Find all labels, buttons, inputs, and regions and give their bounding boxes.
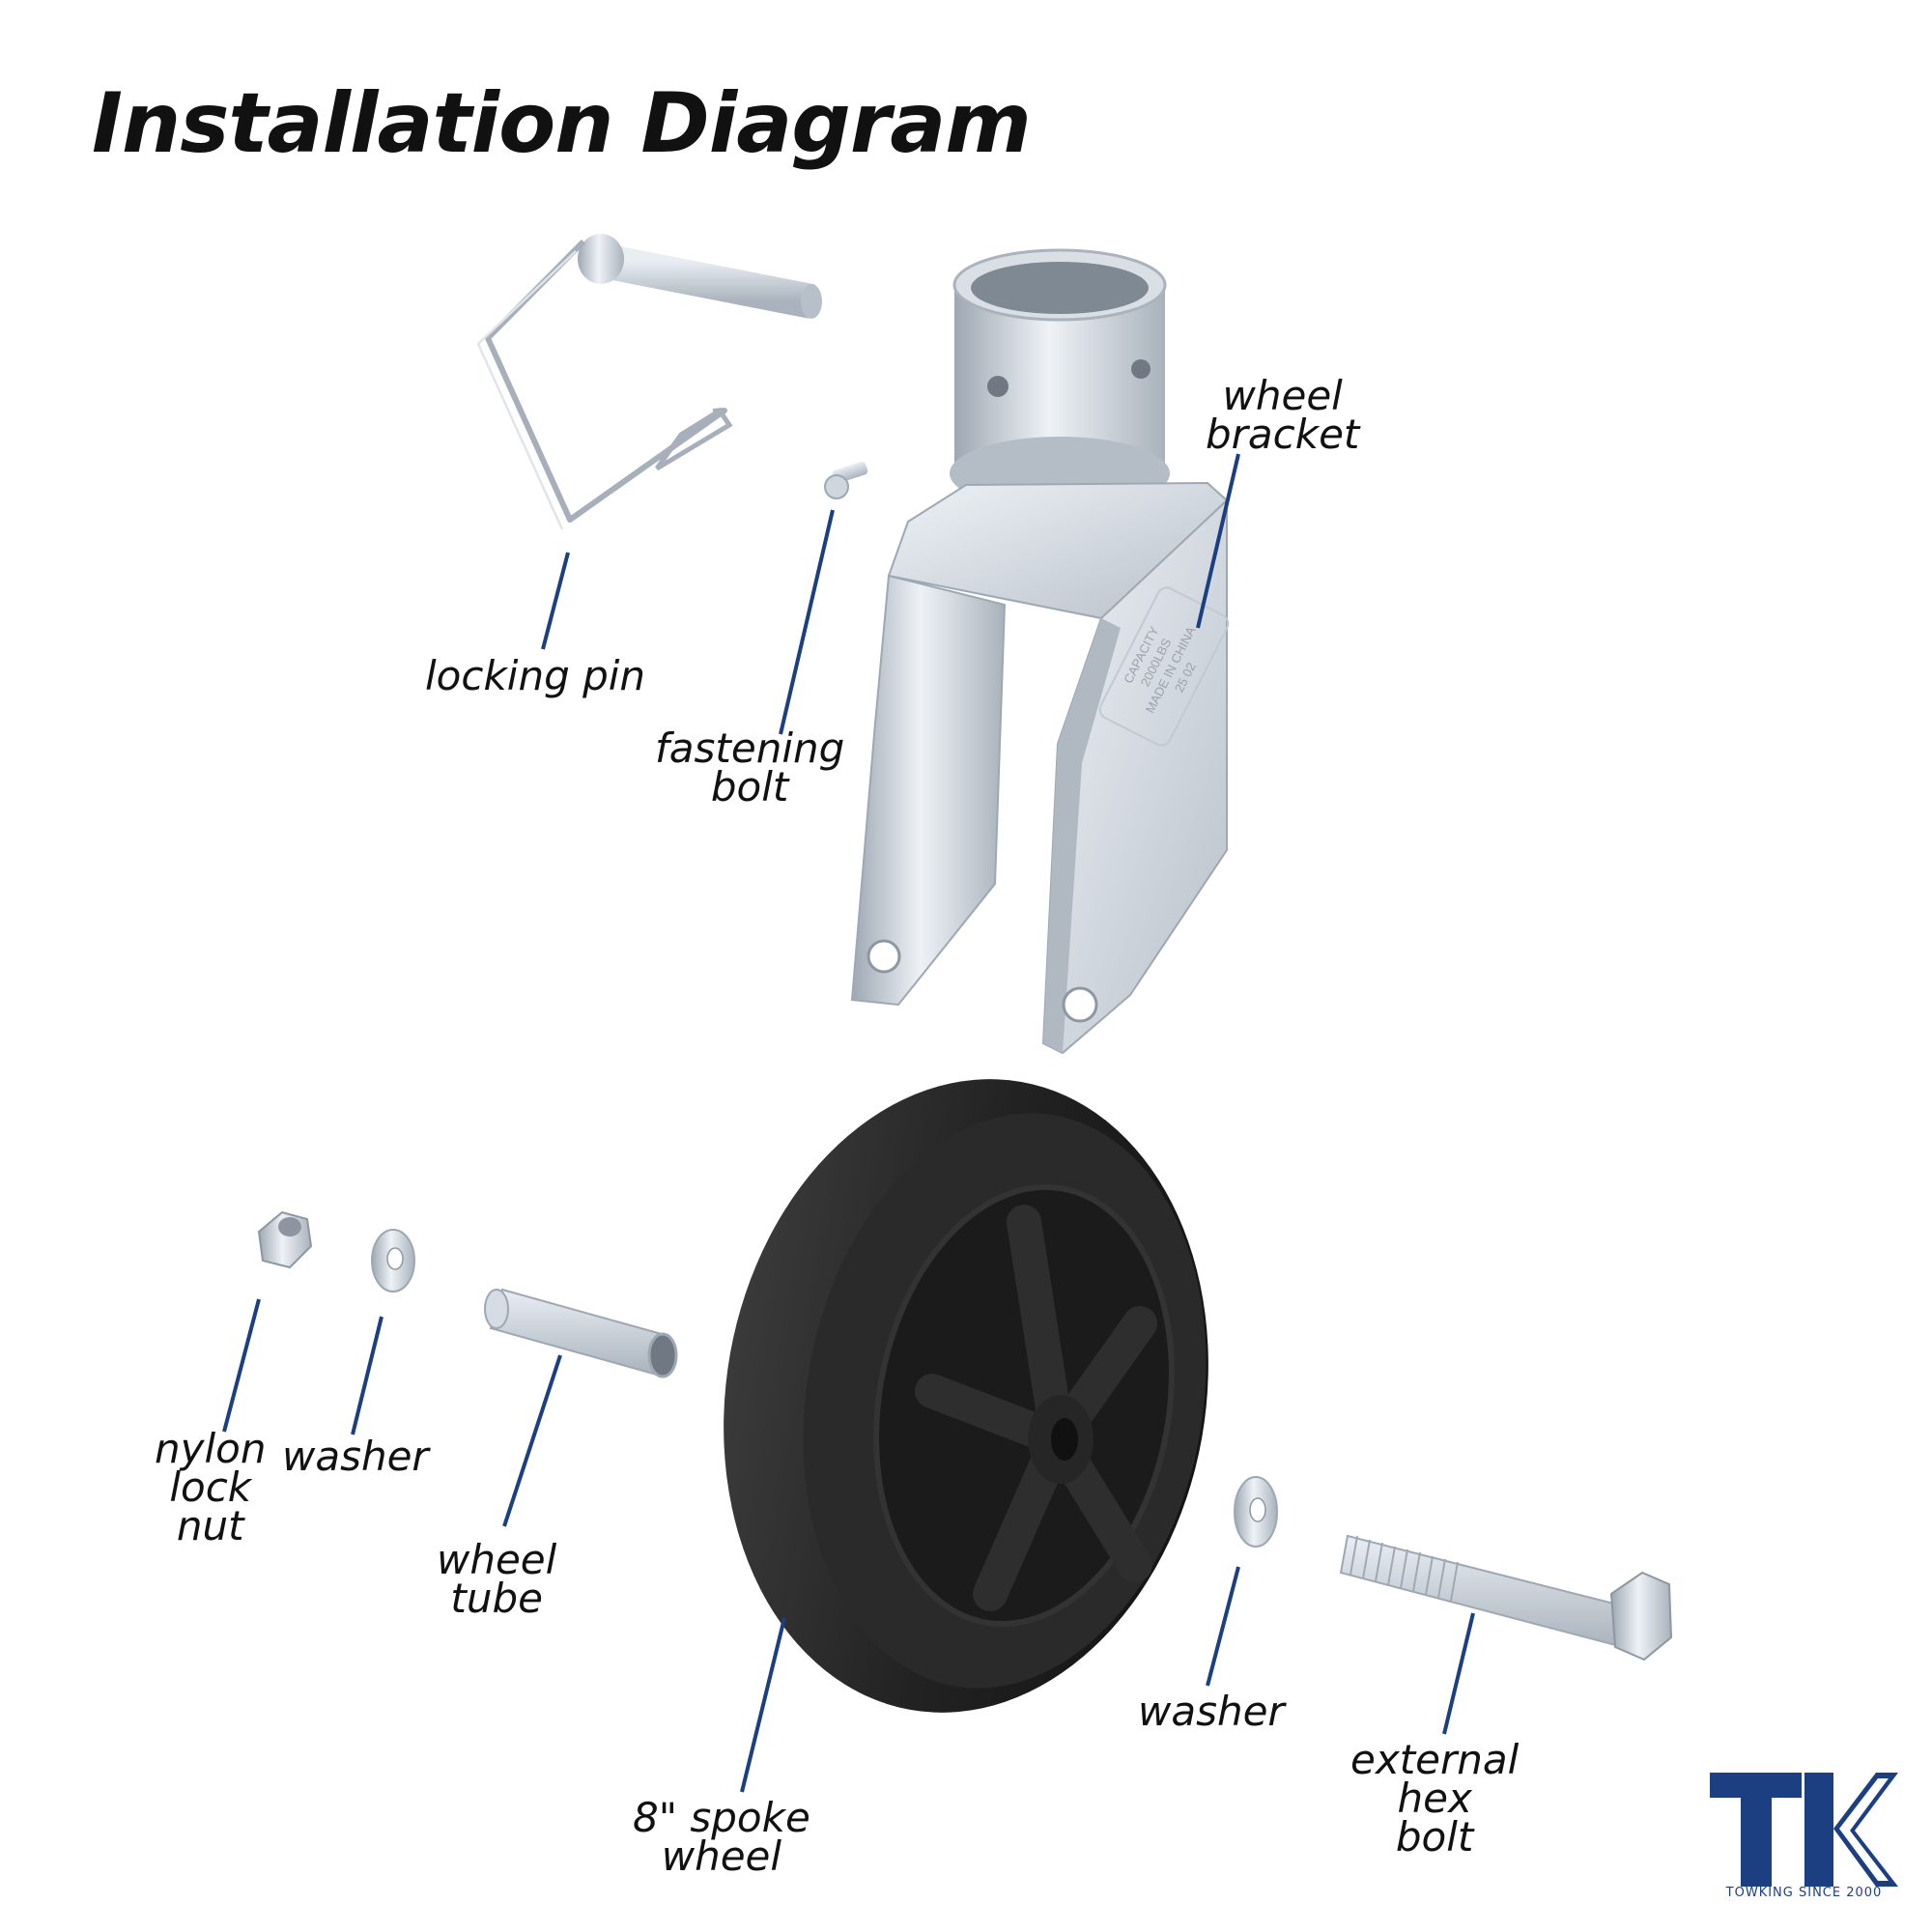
label-external-hex-bolt: external hex bolt (1350, 1736, 1520, 1861)
nylon-lock-nut-part (257, 1210, 313, 1269)
label-wheel-tube: wheel tube (437, 1536, 557, 1622)
washer-left-part (371, 1229, 415, 1293)
leader-wheel-bracket (1196, 453, 1240, 629)
wheel-bracket-part: CAPACITY 2000LBS MADE IN CHINA 25 02 (850, 248, 1230, 1055)
label-spoke-wheel: 8" spoke wheel (633, 1794, 810, 1880)
label-nylon-lock-nut: nylon lock nut (155, 1425, 267, 1549)
towking-logo (1710, 1773, 1898, 1887)
leader-fastening-bolt (779, 509, 835, 735)
leader-washer-right (1206, 1566, 1240, 1687)
leader-spoke-wheel (740, 1617, 786, 1793)
label-washer-left: washer (282, 1433, 429, 1480)
locking-pin-part (476, 234, 822, 530)
leader-lines (222, 453, 1475, 1793)
logo-tagline: TOWKING SINCE 2000 (1725, 1886, 1883, 1900)
leader-washer-left (351, 1316, 384, 1435)
leader-nylon-lock-nut (222, 1298, 261, 1433)
leader-wheel-tube (502, 1354, 562, 1527)
leader-external-hex-bolt (1442, 1612, 1475, 1735)
label-fastening-bolt: fastening bolt (655, 724, 845, 810)
diagram-title: Installation Diagram (92, 75, 1032, 172)
leader-locking-pin (541, 552, 570, 650)
label-wheel-bracket: wheel bracket (1206, 372, 1360, 458)
fastening-bolt-part (824, 461, 868, 499)
washer-right-part (1234, 1476, 1278, 1548)
external-hex-bolt-part (1339, 1534, 1673, 1662)
label-washer-right: washer (1138, 1688, 1285, 1735)
wheel-tube-part (484, 1288, 678, 1378)
spoke-wheel-part (724, 1079, 1208, 1713)
label-locking-pin: locking pin (425, 652, 646, 699)
